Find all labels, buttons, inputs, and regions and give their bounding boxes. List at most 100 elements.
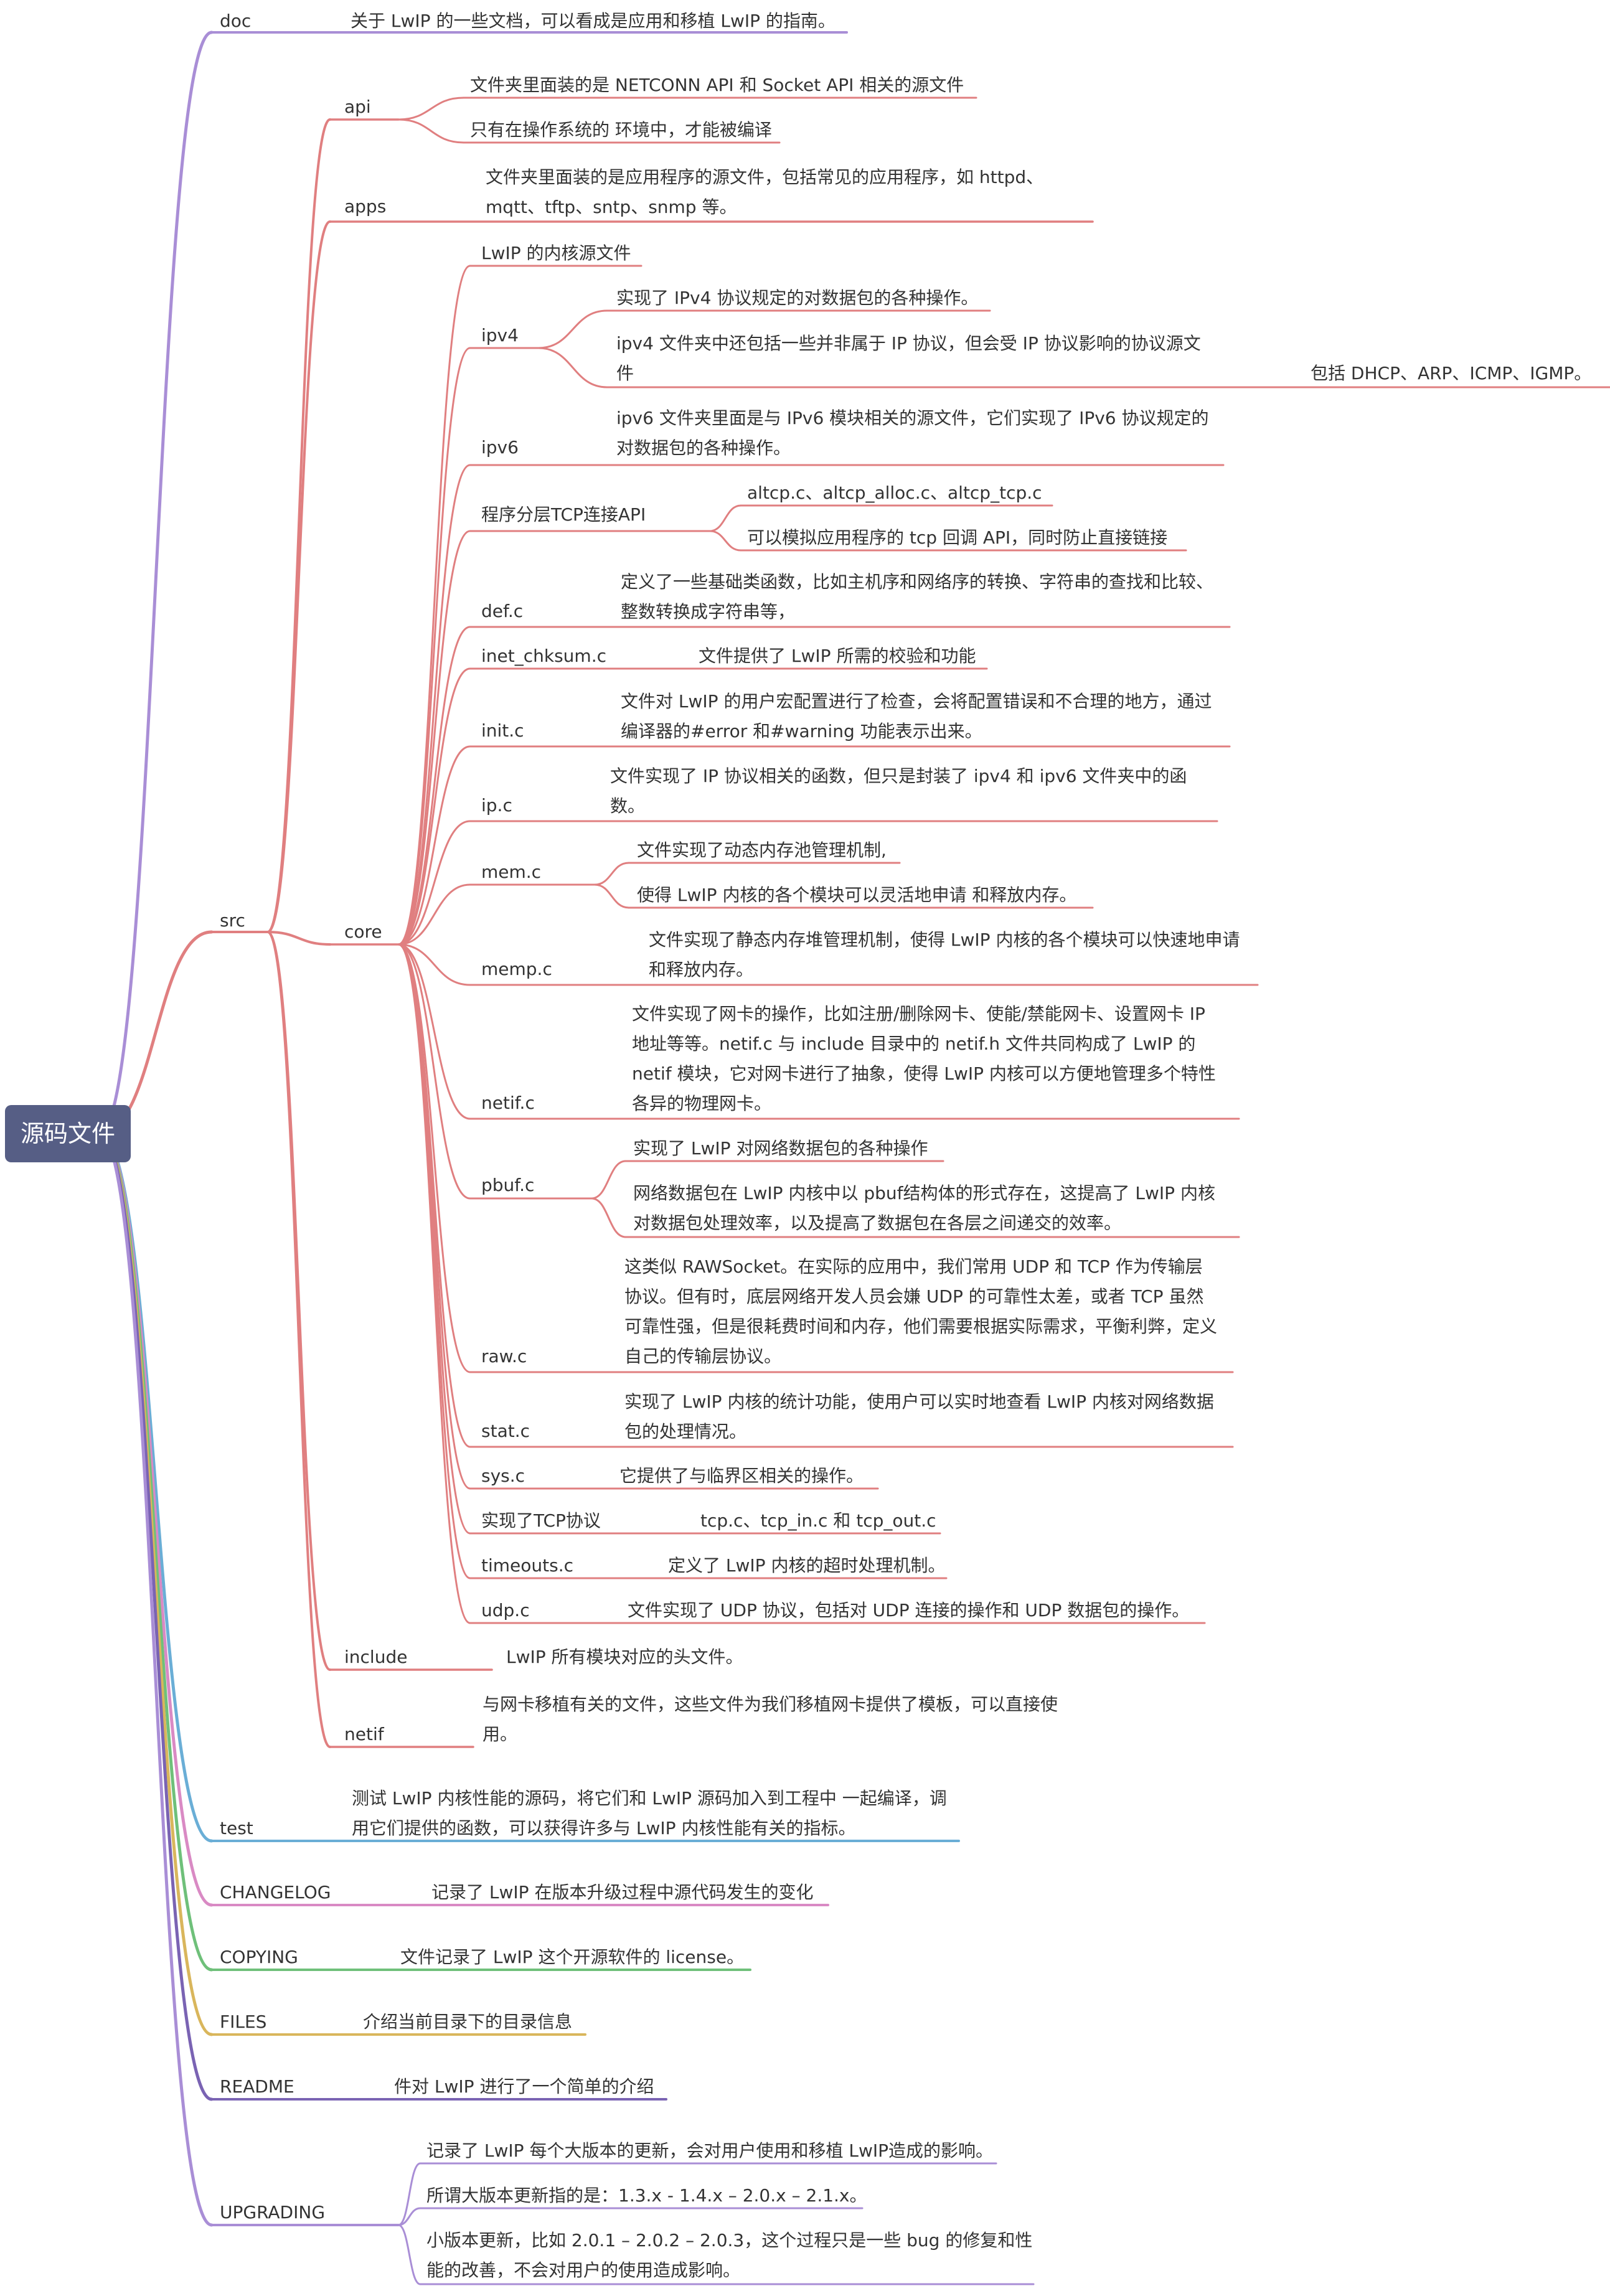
node-core[interactable]: core	[344, 921, 382, 942]
node-raw[interactable]: raw.c	[481, 1346, 527, 1367]
node-stat-desc-line1[interactable]: 实现了 LwIP 内核的统计功能，使用户可以实时地查看 LwIP 内核对网络数据	[624, 1391, 1214, 1412]
node-sys[interactable]: sys.c	[481, 1466, 525, 1486]
edge-core-inet	[397, 667, 471, 946]
node-init[interactable]: init.c	[481, 720, 524, 741]
node-pbuf-desc-2-line2[interactable]: 对数据包处理效率，以及提高了数据包在各层之间递交的效率。	[633, 1213, 1122, 1233]
edge-pbuf-desc-2	[590, 1197, 627, 1238]
node-ipv6-desc-line1[interactable]: ipv6 文件夹里面是与 IPv6 模块相关的源文件，它们实现了 IPv6 协议…	[616, 408, 1209, 428]
node-netif-dir-desc-line2[interactable]: 用。	[483, 1724, 518, 1744]
node-api-desc-1[interactable]: 文件夹里面装的是 NETCONN API 和 Socket API 相关的源文件	[470, 75, 964, 95]
node-files[interactable]: FILES	[220, 2011, 267, 2032]
node-api[interactable]: api	[344, 96, 371, 117]
node-raw-desc-line4[interactable]: 自己的传输层协议。	[624, 1346, 782, 1367]
node-udp-desc[interactable]: 文件实现了 UDP 协议，包括对 UDP 连接的操作和 UDP 数据包的操作。	[628, 1600, 1190, 1621]
edge-upgrading	[98, 1131, 214, 2227]
node-def-desc-line2[interactable]: 整数转换成字符串等，	[621, 601, 796, 622]
node-raw-desc-line2[interactable]: 协议。但有时，底层网络开发人员会嫌 UDP 的可靠性太差，或者 TCP 虽然	[624, 1286, 1204, 1307]
node-upgrading-desc-3-line1[interactable]: 小版本更新，比如 2.0.1 – 2.0.2 – 2.0.3，这个过程只是一些 …	[426, 2230, 1033, 2251]
node-readme-desc[interactable]: 件对 LwIP 进行了一个简单的介绍	[394, 2076, 654, 2097]
node-copying[interactable]: COPYING	[220, 1947, 298, 1967]
node-timeouts-desc[interactable]: 定义了 LwIP 内核的超时处理机制。	[668, 1555, 946, 1576]
node-memp[interactable]: memp.c	[481, 959, 552, 979]
node-stat-desc-line2[interactable]: 包的处理情况。	[624, 1421, 747, 1442]
node-files-desc[interactable]: 介绍当前目录下的目录信息	[363, 2011, 573, 2032]
node-netif-c[interactable]: netif.c	[481, 1093, 535, 1113]
node-init-desc-line1[interactable]: 文件对 LwIP 的用户宏配置进行了检查，会将配置错误和不合理的地方，通过	[621, 691, 1212, 712]
node-raw-desc-line3[interactable]: 可靠性强，但是很耗费时间和内存，他们需要根据实际需求，平衡利弊，定义	[624, 1316, 1218, 1337]
node-ipv4[interactable]: ipv4	[481, 325, 519, 346]
edge-core-ip	[397, 820, 471, 946]
edge-api-desc-2	[397, 118, 465, 144]
node-ip-desc-line2[interactable]: 数。	[610, 796, 646, 816]
node-tcp[interactable]: 实现了TCP协议	[481, 1510, 601, 1531]
node-test-desc-line2[interactable]: 用它们提供的函数，可以获得许多与 LwIP 内核性能有关的指标。	[352, 1818, 856, 1838]
node-mem-desc-2[interactable]: 使得 LwIP 内核的各个模块可以灵活地申请 和释放内存。	[637, 885, 1077, 905]
edge-core-init	[397, 745, 471, 946]
node-inet-chksum[interactable]: inet_chksum.c	[481, 646, 606, 666]
node-memp-desc-line2[interactable]: 和释放内存。	[649, 959, 754, 980]
node-ipv4-protocols[interactable]: 包括 DHCP、ARP、ICMP、IGMP。	[1311, 363, 1592, 383]
node-netif-dir-desc-line1[interactable]: 与网卡移植有关的文件，这些文件为我们移植网卡提供了模板，可以直接使	[483, 1694, 1058, 1715]
node-tcp-desc[interactable]: tcp.c、tcp_in.c 和 tcp_out.c	[700, 1510, 936, 1531]
node-ipv4-desc-1[interactable]: 实现了 IPv4 协议规定的对数据包的各种操作。	[616, 288, 979, 308]
node-ip-desc-line1[interactable]: 文件实现了 IP 协议相关的函数，但只是封装了 ipv4 和 ipv6 文件夹中…	[610, 766, 1187, 786]
node-doc[interactable]: doc	[220, 11, 252, 31]
node-doc-desc[interactable]: 关于 LwIP 的一些文档，可以看成是应用和移植 LwIP 的指南。	[351, 11, 836, 31]
node-altcp[interactable]: 程序分层TCP连接API	[481, 504, 646, 525]
node-ip[interactable]: ip.c	[481, 795, 512, 816]
node-udp[interactable]: udp.c	[481, 1600, 530, 1621]
node-changelog-desc[interactable]: 记录了 LwIP 在版本升级过程中源代码发生的变化	[431, 1882, 814, 1903]
node-include-desc[interactable]: LwIP 所有模块对应的头文件。	[506, 1647, 743, 1667]
node-init-desc-line2[interactable]: 编译器的#error 和#warning 功能表示出来。	[621, 721, 982, 741]
node-ipv4-desc-2-line1[interactable]: ipv4 文件夹中还包括一些并非属于 IP 协议，但会受 IP 协议影响的协议源…	[616, 333, 1201, 354]
node-apps-desc-line1[interactable]: 文件夹里面装的是应用程序的源文件，包括常见的应用程序，如 httpd、	[486, 167, 1044, 187]
node-mem-desc-1[interactable]: 文件实现了动态内存池管理机制,	[637, 840, 887, 860]
node-netif-dir[interactable]: netif	[344, 1724, 384, 1744]
node-altcp-desc-2[interactable]: 可以模拟应用程序的 tcp 回调 API，同时防止直接链接	[747, 527, 1168, 548]
node-netif-c-desc-line4[interactable]: 各异的物理网卡。	[632, 1093, 772, 1114]
edge-doc	[98, 31, 214, 1135]
node-src[interactable]: src	[220, 910, 245, 931]
node-def-desc-line1[interactable]: 定义了一些基础类函数，比如主机序和网络序的转换、字符串的查找和比较、	[621, 572, 1214, 592]
node-timeouts[interactable]: timeouts.c	[481, 1555, 573, 1576]
node-altcp-desc-1[interactable]: altcp.c、altcp_alloc.c、altcp_tcp.c	[747, 482, 1042, 503]
node-ipv4-desc-2-line2[interactable]: 件	[616, 363, 634, 383]
node-readme[interactable]: README	[220, 2076, 294, 2097]
node-test[interactable]: test	[220, 1818, 253, 1838]
node-pbuf-desc-2-line1[interactable]: 网络数据包在 LwIP 内核中以 pbuf结构体的形式存在，这提高了 LwIP …	[633, 1183, 1215, 1203]
node-copying-desc[interactable]: 文件记录了 LwIP 这个开源软件的 license。	[400, 1947, 745, 1967]
node-include[interactable]: include	[344, 1647, 408, 1667]
edge-mem-desc-1	[593, 862, 630, 886]
node-upgrading[interactable]: UPGRADING	[220, 2202, 326, 2223]
node-mem[interactable]: mem.c	[481, 862, 542, 882]
root-node[interactable]: 源码文件	[5, 1105, 131, 1162]
edge-ipv4-desc-2	[537, 347, 608, 388]
node-pbuf[interactable]: pbuf.c	[481, 1175, 535, 1195]
node-test-desc-line1[interactable]: 测试 LwIP 内核性能的源码，将它们和 LwIP 源码加入到工程中 一起编译，…	[352, 1788, 947, 1809]
node-api-desc-2[interactable]: 只有在操作系统的 环境中，才能被编译	[470, 120, 772, 140]
node-pbuf-desc-1[interactable]: 实现了 LwIP 对网络数据包的各种操作	[633, 1138, 928, 1159]
edge-src	[98, 930, 214, 1135]
node-netif-c-desc-line2[interactable]: 地址等等。netif.c 与 include 目录中的 netif.h 文件共同…	[632, 1033, 1196, 1054]
node-upgrading-desc-1[interactable]: 记录了 LwIP 每个大版本的更新，会对用户使用和移植 LwIP造成的影响。	[426, 2140, 993, 2161]
node-netif-c-desc-line3[interactable]: netif 模块，它对网卡进行了抽象，使得 LwIP 内核可以方便地管理多个特性	[632, 1063, 1216, 1084]
node-upgrading-desc-3-line2[interactable]: 能的改善，不会对用户的使用造成影响。	[426, 2260, 741, 2280]
edge-ipv4-desc-1	[537, 309, 608, 349]
edge-altcp-desc-2	[708, 530, 742, 552]
node-upgrading-desc-2[interactable]: 所谓大版本更新指的是：1.3.x - 1.4.x – 2.0.x – 2.1.x…	[426, 2185, 867, 2206]
node-changelog[interactable]: CHANGELOG	[220, 1882, 331, 1903]
node-netif-c-desc-line1[interactable]: 文件实现了网卡的操作，比如注册/删除网卡、使能/禁能网卡、设置网卡 IP	[632, 1004, 1205, 1024]
node-memp-desc-line1[interactable]: 文件实现了静态内存堆管理机制，使得 LwIP 内核的各个模块可以快速地申请	[649, 929, 1240, 950]
node-inet-chksum-desc[interactable]: 文件提供了 LwIP 所需的校验和功能	[699, 646, 976, 666]
node-core-intro[interactable]: LwIP 的内核源文件	[481, 243, 631, 263]
node-sys-desc[interactable]: 它提供了与临界区相关的操作。	[619, 1466, 864, 1486]
node-def[interactable]: def.c	[481, 601, 524, 621]
node-apps-desc-line2[interactable]: mqtt、tftp、sntp、snmp 等。	[486, 197, 737, 217]
node-raw-desc-line1[interactable]: 这类似 RAWSocket。在实际的应用中，我们常用 UDP 和 TCP 作为传…	[624, 1256, 1203, 1277]
node-apps[interactable]: apps	[344, 196, 387, 217]
node-ipv6[interactable]: ipv6	[481, 437, 519, 458]
node-stat[interactable]: stat.c	[481, 1421, 530, 1441]
node-ipv6-desc-line2[interactable]: 对数据包的各种操作。	[616, 438, 791, 458]
edge-core-timeouts	[397, 943, 471, 1579]
